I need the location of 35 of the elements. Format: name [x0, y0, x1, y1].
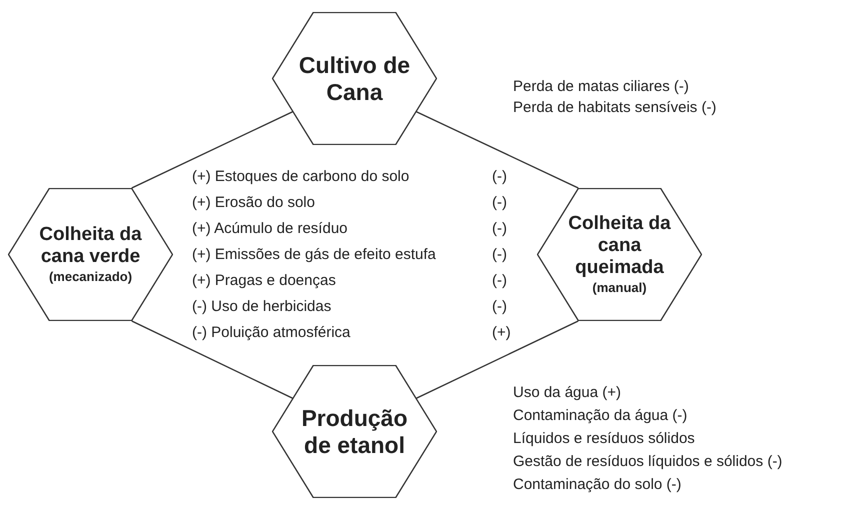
impact-note: Contaminação do solo (-): [513, 476, 682, 494]
impact-item: (-) Uso de herbicidas: [192, 297, 332, 317]
node-subtitle: (manual): [592, 278, 647, 296]
node-subtitle: (mecanizado): [48, 268, 132, 286]
impact-item: (+) Pragas e doenças: [192, 271, 336, 291]
connector-line: [416, 111, 579, 189]
connector-line: [416, 320, 579, 399]
node-title: Produção de etanol: [300, 404, 409, 458]
impact-item: (+) Estoques de carbono do solo: [192, 167, 410, 187]
impact-item: (+) Erosão do solo: [192, 193, 315, 213]
impact-sign: (-): [492, 219, 507, 239]
impact-note: Perda de matas ciliares (-): [513, 78, 689, 96]
connector-line: [131, 320, 293, 399]
connector-line: [131, 111, 293, 189]
impact-sign: (-): [492, 245, 507, 265]
impact-note: Uso da água (+): [513, 384, 621, 402]
impact-sign: (-): [492, 193, 507, 213]
impact-note: Líquidos e resíduos sólidos: [513, 430, 695, 448]
impact-note: Gestão de resíduos líquidos e sólidos (-): [513, 453, 782, 471]
impact-sign: (-): [492, 297, 507, 317]
node-title: Colheita da cana verde: [38, 224, 143, 268]
impact-item: (+) Emissões de gás de efeito estufa: [192, 245, 436, 265]
hexagon-node: [537, 188, 702, 321]
impact-item: (+) Acúmulo de resíduo: [192, 219, 348, 239]
node-title: Cultivo de Cana: [298, 52, 412, 106]
impact-item: (-) Poluição atmosférica: [192, 323, 350, 343]
node-title: Colheita da cana queimada: [567, 212, 672, 278]
impact-sign: (-): [492, 271, 507, 291]
hexagon-node: [272, 365, 437, 498]
impact-sign: (+): [492, 323, 511, 343]
impact-note: Perda de habitats sensíveis (-): [513, 99, 716, 117]
impact-sign: (-): [492, 167, 507, 187]
hexagon-node: [8, 188, 173, 321]
impact-note: Contaminação da água (-): [513, 407, 688, 425]
hexagon-node: [272, 12, 437, 145]
